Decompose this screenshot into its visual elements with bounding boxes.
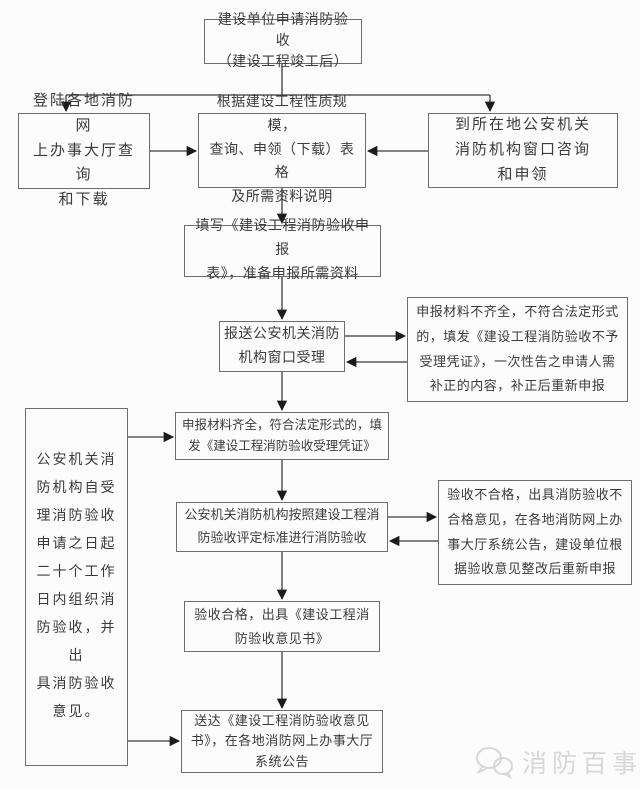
node-acceptance-passed: 验收合格，出具《建设工程消 防验收意见书》 [184, 601, 380, 652]
node-twenty-working-days: 公安机关消 防机构自受 理消防验收 申请之日起 二十个工作 日内组织消 防验收，… [25, 408, 128, 766]
node-conduct-acceptance: 公安机关消防机构按照建设工程消 防验收评定标准进行消防验收 [176, 502, 388, 552]
wechat-icon [476, 747, 513, 779]
node-incomplete-materials: 申报材料不齐全，不符合法定形式 的，填发《建设工程消防验收不予 受理凭证》，一次… [407, 297, 628, 402]
node-complete-materials: 申报材料齐全，符合法定形式的，填 发《建设工程消防验收受理凭证》 [175, 412, 389, 460]
node-query-forms: 根据建设工程性质规模， 查询、申领（下载）表格 及所需资料说明 [198, 95, 366, 205]
node-visit-window: 到所在地公安机关 消防机构窗口咨询 和申领 [428, 113, 618, 188]
node-acceptance-failed: 验收不合格，出具消防验收不 合格意见，在各地消防网上办 事大厅系统公告，建设单位… [438, 480, 632, 585]
node-fill-declaration-form: 填写《建设工程消防验收申报 表》，准备申报所需资料 [184, 219, 381, 282]
node-apply-acceptance: 建设单位申请消防验收 （建设工程竣工后） [204, 13, 362, 70]
node-login-web-hall: 登陆各地消防网 上办事大厅查询 和下载 [18, 93, 150, 208]
node-deliver-opinion: 送达《建设工程消防验收意见 书》，在各地消防网上办事大厅 系统公告 [181, 710, 383, 773]
watermark-label: 消防百事通 [522, 751, 640, 778]
node-submit-to-window: 报送公安机关消防 机构窗口受理 [219, 321, 345, 372]
watermark: 消防百事通 [474, 744, 640, 780]
